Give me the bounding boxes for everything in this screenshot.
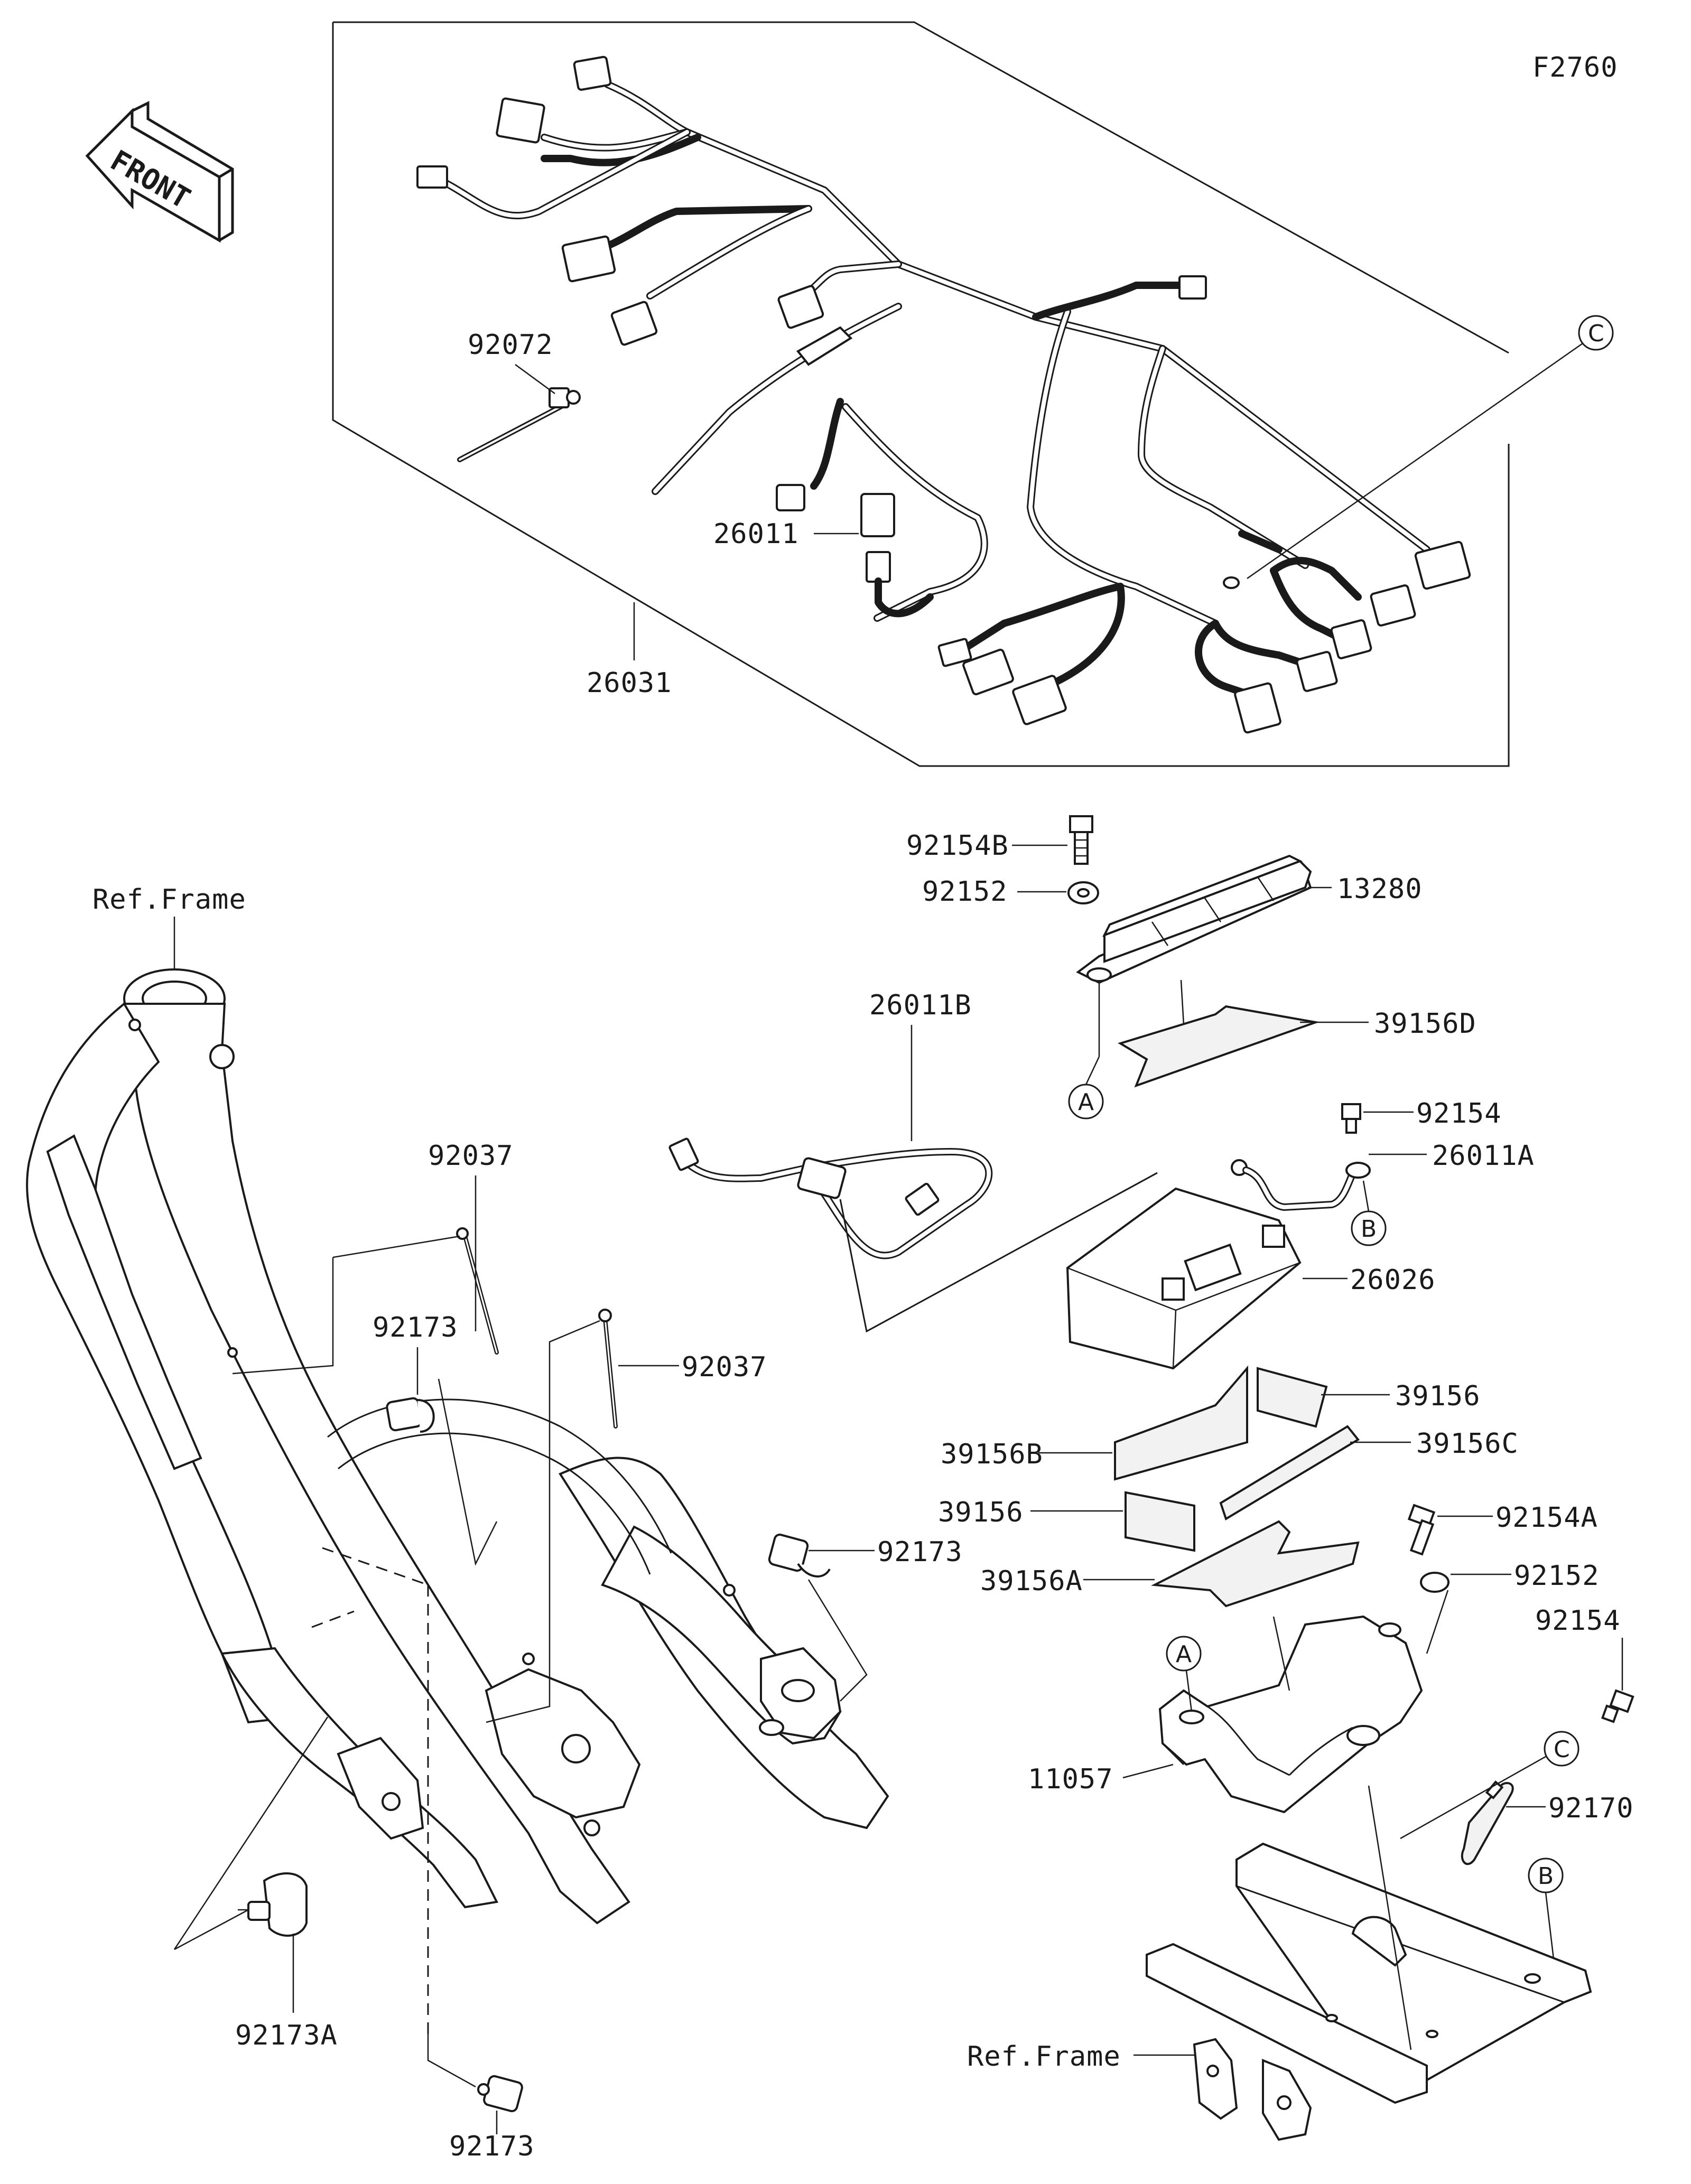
connector-5 <box>610 301 658 346</box>
part-label-92037-b: 92037 <box>682 1351 767 1383</box>
connector-17 <box>1296 651 1338 692</box>
part-label-39156C: 39156C <box>1416 1428 1519 1460</box>
pad-39156-a <box>1257 1367 1328 1428</box>
clip-92173-a <box>386 1397 435 1433</box>
part-label-92154-top: 92154 <box>1416 1098 1502 1130</box>
main-harness-26031 <box>430 81 1430 701</box>
callout-circle-c-bottom <box>1544 1731 1579 1767</box>
part-label-92173-c: 92173 <box>449 2131 535 2162</box>
bolt-92154-top <box>1341 1103 1361 1134</box>
connector-10-26011 <box>860 493 895 537</box>
part-label-92037-a: 92037 <box>428 1140 514 1172</box>
connector-16 <box>1330 619 1372 659</box>
part-label-92170: 92170 <box>1548 1793 1634 1824</box>
part-label-26031: 26031 <box>587 667 672 699</box>
pad-39156A <box>1150 1520 1360 1608</box>
callout-circle-c-top <box>1578 315 1614 351</box>
part-label-11057: 11057 <box>1028 1763 1113 1795</box>
main-frame: Ref.Frame <box>26 884 889 1925</box>
callout-circle-a-bottom <box>1166 1636 1202 1672</box>
part-label-39156-a: 39156 <box>1395 1380 1481 1412</box>
connector-11 <box>937 638 972 667</box>
part-label-26011B: 26011B <box>869 990 972 1021</box>
connector-8 <box>1178 275 1207 300</box>
pad-39156-b <box>1125 1491 1195 1552</box>
part-label-92173A: 92173A <box>235 2020 338 2051</box>
connector-6 <box>777 285 824 329</box>
pad-39156B <box>1114 1365 1248 1481</box>
clip-92173A <box>238 1872 308 1937</box>
frame-cross-member <box>1146 1842 1592 2141</box>
part-label-92152-bottom: 92152 <box>1514 1560 1600 1592</box>
connector-2 <box>496 97 545 144</box>
callout-a-bottom: A <box>1176 1641 1192 1668</box>
rod-92037-b <box>598 1309 618 1429</box>
callout-a-top: A <box>1078 1089 1094 1116</box>
part-label-92154A: 92154A <box>1495 1502 1598 1534</box>
part-label-26011: 26011 <box>713 518 799 550</box>
clip-92173-b <box>768 1533 831 1578</box>
connector-3 <box>416 165 448 189</box>
connector-4 <box>561 235 616 283</box>
connector-10b <box>866 551 891 583</box>
part-label-26011A: 26011A <box>1432 1140 1535 1172</box>
harness-group: 92072 26011 26031 C <box>332 21 1614 767</box>
washer-92152-bottom <box>1420 1572 1450 1593</box>
front-direction-arrow-icon: FRONT <box>85 100 234 243</box>
ref-frame-label-bottom: Ref.Frame <box>967 2041 1121 2073</box>
callout-c-bottom: C <box>1554 1736 1570 1763</box>
callout-b-top: B <box>1361 1216 1377 1243</box>
holder-13280 <box>1076 854 1312 984</box>
bolt-92154A <box>1407 1504 1436 1556</box>
connector-7 <box>796 326 853 366</box>
part-label-92072: 92072 <box>468 329 553 361</box>
rod-92037-a <box>456 1227 499 1355</box>
bolt-92154-bottom <box>1601 1689 1634 1723</box>
connector-9 <box>776 484 805 511</box>
battery-lead-26011B <box>668 1137 993 1259</box>
ground-terminal <box>1223 576 1240 589</box>
band-92170 <box>1461 1780 1514 1865</box>
part-label-39156-b: 39156 <box>938 1497 1024 1528</box>
battery-lead-26011A <box>1231 1159 1371 1211</box>
connector-15 <box>1370 584 1416 627</box>
part-label-92173-a: 92173 <box>373 1312 458 1343</box>
part-label-39156D: 39156D <box>1374 1008 1476 1040</box>
pad-39156D <box>1118 1005 1320 1088</box>
part-label-26026: 26026 <box>1350 1264 1436 1296</box>
connector-18 <box>1234 682 1281 734</box>
battery-26026 <box>1066 1187 1302 1370</box>
clip-92173-c <box>477 2075 523 2113</box>
connector-1 <box>573 55 612 91</box>
part-label-92152-top: 92152 <box>922 876 1008 908</box>
battery-case-11057 <box>1158 1615 1423 1814</box>
callout-b-bottom: B <box>1538 1863 1554 1890</box>
tie-band-92072 <box>457 387 581 462</box>
harness-box-top-edge <box>333 21 1509 354</box>
harness-box-outline <box>332 22 1510 767</box>
callout-c-top: C <box>1588 320 1604 347</box>
connector-13 <box>1012 675 1067 725</box>
part-label-39156B: 39156B <box>941 1439 1043 1470</box>
frame-fasteners: 92037 92037 92173 92173 <box>173 1140 963 2162</box>
ref-frame-label-top: Ref.Frame <box>92 884 246 916</box>
part-label-92173-b: 92173 <box>877 1536 963 1568</box>
part-label-92154-bottom: 92154 <box>1535 1605 1621 1637</box>
connector-12 <box>962 648 1014 696</box>
pad-39156C <box>1219 1425 1360 1520</box>
battery-group: 92154B 92152 13280 39156D A <box>668 815 1634 2141</box>
part-label-13280: 13280 <box>1337 873 1423 905</box>
connector-14 <box>1414 540 1471 590</box>
figure-id: F2760 <box>1532 52 1618 83</box>
part-label-39156A: 39156A <box>980 1565 1083 1597</box>
part-label-92154B: 92154B <box>906 830 1009 862</box>
bolt-92154B <box>1069 815 1093 865</box>
